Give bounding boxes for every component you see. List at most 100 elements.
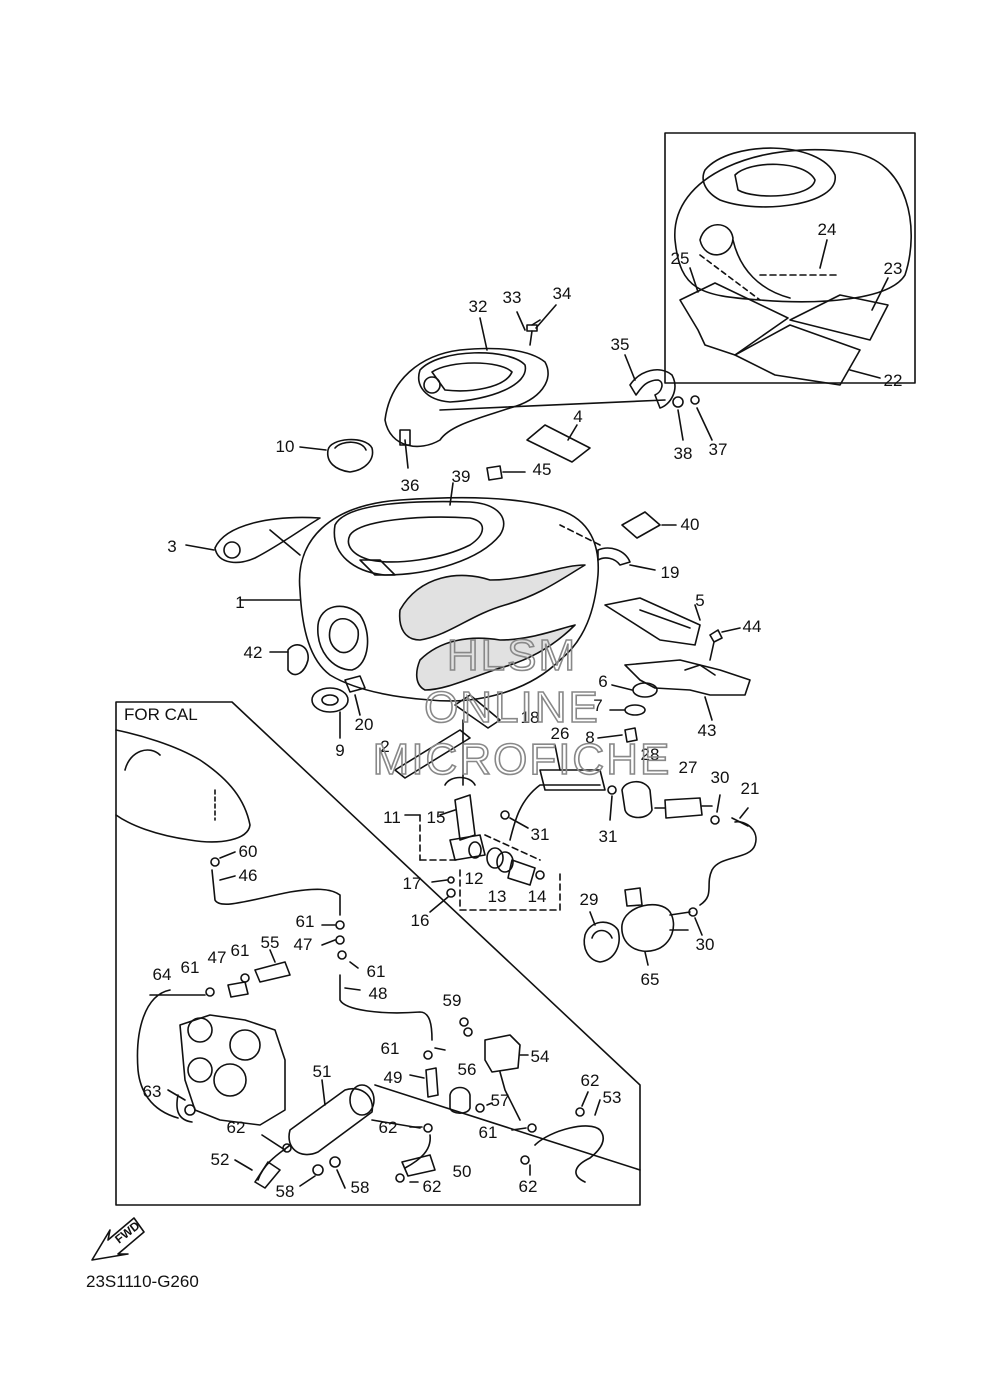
washer-7 bbox=[624, 704, 646, 716]
grommet-45 bbox=[486, 465, 503, 481]
canister-51 bbox=[288, 1088, 374, 1156]
tank-top-cover-32 bbox=[384, 347, 549, 448]
callout-31: 31 bbox=[531, 825, 550, 844]
callout-12: 12 bbox=[465, 869, 484, 888]
callout-52: 52 bbox=[211, 1150, 230, 1169]
callout-62-5: 62 bbox=[519, 1177, 538, 1196]
watermark-line-1: HLSM bbox=[447, 631, 577, 680]
flame-graphic bbox=[398, 564, 586, 641]
callout-31-2: 31 bbox=[599, 827, 618, 846]
strip-2 bbox=[394, 729, 471, 779]
carburetor-assy bbox=[179, 1014, 286, 1126]
callout-62: 62 bbox=[227, 1118, 246, 1137]
callout-61-3: 61 bbox=[181, 958, 200, 977]
callout-61: 61 bbox=[296, 912, 315, 931]
hose-64 bbox=[136, 989, 206, 1119]
diagram-code: 23S1110-G260 bbox=[86, 1272, 199, 1291]
tank-emblem-opening bbox=[317, 605, 369, 671]
watermark-line-2: ONLINE bbox=[424, 683, 600, 732]
fuel-cap-10 bbox=[326, 438, 374, 473]
solenoid-54 bbox=[484, 1034, 521, 1073]
damper-29 bbox=[583, 921, 620, 963]
callout-62-3: 62 bbox=[581, 1071, 600, 1090]
callout-49: 49 bbox=[384, 1068, 403, 1087]
callout-23: 23 bbox=[884, 259, 903, 278]
hose-63 bbox=[176, 1094, 193, 1123]
side-cover-5 bbox=[604, 597, 701, 646]
callout-21: 21 bbox=[741, 779, 760, 798]
callout-59: 59 bbox=[443, 991, 462, 1010]
callout-6: 6 bbox=[598, 672, 607, 691]
callout-47-2: 47 bbox=[208, 948, 227, 967]
bolt-8 bbox=[624, 727, 638, 743]
callout-40: 40 bbox=[681, 515, 700, 534]
callout-30-2: 30 bbox=[696, 935, 715, 954]
callout-14: 14 bbox=[528, 887, 547, 906]
callout-10: 10 bbox=[276, 437, 295, 456]
callout-33: 33 bbox=[503, 288, 522, 307]
clamp-31-left bbox=[500, 810, 510, 820]
decal-23 bbox=[789, 294, 889, 341]
callout-51: 51 bbox=[313, 1062, 332, 1081]
callout-61-5: 61 bbox=[381, 1039, 400, 1058]
callout-46: 46 bbox=[239, 866, 258, 885]
damper-9 bbox=[311, 687, 349, 713]
decal-40 bbox=[621, 511, 661, 539]
callout-43: 43 bbox=[698, 721, 717, 740]
joint-47 bbox=[227, 981, 249, 998]
callout-65: 65 bbox=[641, 970, 660, 989]
decal-19 bbox=[597, 547, 631, 566]
callout-30: 30 bbox=[711, 768, 730, 787]
callout-58-2: 58 bbox=[351, 1178, 370, 1197]
callout-25: 25 bbox=[671, 249, 690, 268]
clamp-31-right bbox=[607, 785, 617, 795]
cap-28 bbox=[621, 780, 653, 819]
callout-9: 9 bbox=[335, 741, 344, 760]
for-cal-label: FOR CAL bbox=[124, 705, 198, 724]
callout-56: 56 bbox=[458, 1060, 477, 1079]
callout-22: 22 bbox=[884, 371, 903, 390]
callout-36: 36 bbox=[401, 476, 420, 495]
callout-58: 58 bbox=[276, 1182, 295, 1201]
clamp-30-top bbox=[710, 815, 720, 825]
plate-14 bbox=[507, 859, 536, 886]
callout-62-4: 62 bbox=[423, 1177, 442, 1196]
callout-35: 35 bbox=[611, 335, 630, 354]
callout-50: 50 bbox=[453, 1162, 472, 1181]
for-cal-inset-frame bbox=[115, 701, 641, 1206]
hose-50 bbox=[404, 1134, 431, 1169]
hose-46 bbox=[211, 869, 341, 916]
callout-54: 54 bbox=[531, 1047, 550, 1066]
callout-5: 5 bbox=[695, 591, 704, 610]
callout-38: 38 bbox=[674, 444, 693, 463]
callout-11: 11 bbox=[383, 808, 401, 827]
callout-17: 17 bbox=[403, 874, 422, 893]
callout-34: 34 bbox=[553, 284, 572, 303]
callout-16: 16 bbox=[411, 911, 430, 930]
callout-45: 45 bbox=[533, 460, 552, 479]
callout-61-6: 61 bbox=[479, 1123, 498, 1142]
decal-22 bbox=[734, 324, 861, 386]
fuel-filter-27 bbox=[664, 797, 703, 819]
callout-3: 3 bbox=[167, 537, 176, 556]
decal-4 bbox=[526, 424, 591, 463]
fuel-hose-21 bbox=[699, 820, 757, 906]
callout-18: 18 bbox=[521, 708, 540, 727]
hose-53 bbox=[534, 1125, 605, 1183]
callout-20: 20 bbox=[355, 715, 374, 734]
callout-26: 26 bbox=[551, 724, 570, 743]
washer-6 bbox=[632, 682, 658, 698]
callout-32: 32 bbox=[469, 297, 488, 316]
hose-48 bbox=[339, 974, 433, 1041]
callout-39: 39 bbox=[452, 467, 471, 486]
callout-48: 48 bbox=[369, 984, 388, 1003]
callout-4: 4 bbox=[573, 407, 582, 426]
valve-56 bbox=[449, 1086, 471, 1115]
callout-27: 27 bbox=[679, 758, 698, 777]
callout-62-2: 62 bbox=[379, 1118, 398, 1137]
knee-pad-3 bbox=[214, 516, 321, 564]
callout-37: 37 bbox=[709, 440, 728, 459]
callout-61-4: 61 bbox=[367, 962, 386, 981]
